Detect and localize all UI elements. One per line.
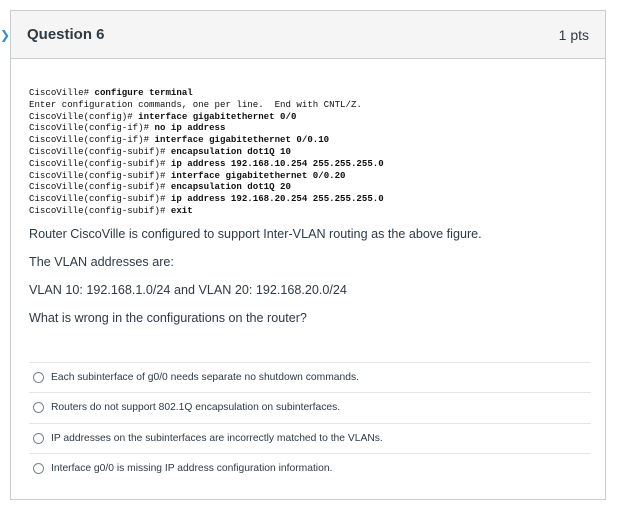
question-body: CiscoVille# configure terminal Enter con… — [11, 59, 605, 325]
answer-label: IP addresses on the subinterfaces are in… — [51, 432, 383, 444]
code-line: CiscoVille(config-subif)# ip address 192… — [29, 157, 384, 169]
config-code-block: CiscoVille# configure terminal Enter con… — [29, 87, 587, 217]
answer-label: Each subinterface of g0/0 needs separate… — [51, 372, 359, 384]
code-line: CiscoVille(config-if)# no ip address — [29, 122, 226, 134]
answer-option-4[interactable]: Interface g0/0 is missing IP address con… — [29, 452, 591, 483]
code-line: CiscoVille(config-subif)# ip address 192… — [29, 193, 384, 205]
answer-option-2[interactable]: Routers do not support 802.1Q encapsulat… — [29, 392, 591, 422]
radio-button[interactable] — [33, 402, 44, 414]
question-text-prompt: What is wrong in the configurations on t… — [29, 310, 307, 325]
code-line: CiscoVille(config)# interface gigabiteth… — [29, 110, 297, 122]
radio-button[interactable] — [33, 463, 44, 475]
code-line: CiscoVille(config-if)# interface gigabit… — [29, 134, 330, 146]
code-line: CiscoVille(config-subif)# encapsulation … — [29, 145, 291, 157]
question-points: 1 pts — [558, 26, 589, 43]
code-line: CiscoVille(config-subif)# exit — [29, 204, 193, 216]
current-question-arrow-icon: ❯ — [0, 28, 11, 42]
question-text-vlan-addresses: VLAN 10: 192.168.1.0/24 and VLAN 20: 192… — [29, 282, 347, 297]
code-line: Enter configuration commands, one per li… — [29, 98, 362, 110]
answer-option-1[interactable]: Each subinterface of g0/0 needs separate… — [29, 362, 591, 392]
code-line: CiscoVille# configure terminal — [29, 87, 193, 98]
question-card: Question 6 1 pts CiscoVille# configure t… — [10, 10, 606, 500]
answer-label: Routers do not support 802.1Q encapsulat… — [51, 402, 341, 414]
question-header: Question 6 1 pts — [11, 11, 605, 59]
radio-button[interactable] — [33, 372, 44, 384]
answer-option-3[interactable]: IP addresses on the subinterfaces are in… — [29, 422, 591, 453]
answer-list: Each subinterface of g0/0 needs separate… — [29, 362, 591, 483]
answer-label: Interface g0/0 is missing IP address con… — [51, 463, 333, 475]
code-line: CiscoVille(config-subif)# interface giga… — [29, 169, 346, 181]
code-line: CiscoVille(config-subif)# encapsulation … — [29, 181, 291, 193]
question-text-intro: Router CiscoVille is configured to suppo… — [29, 226, 482, 241]
question-text-vlan-heading: The VLAN addresses are: — [29, 254, 174, 269]
radio-button[interactable] — [33, 432, 44, 444]
question-title: Question 6 — [27, 26, 105, 43]
